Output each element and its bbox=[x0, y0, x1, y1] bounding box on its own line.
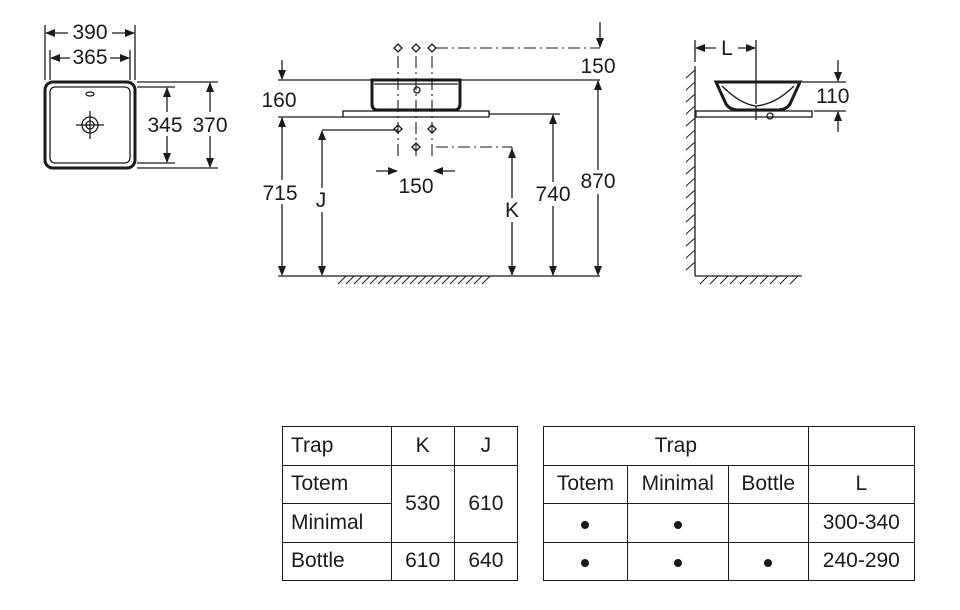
k-value: 610 bbox=[390, 541, 455, 581]
trap-name: Bottle bbox=[282, 541, 392, 581]
header-j: J bbox=[453, 426, 519, 466]
minimal-cell bbox=[626, 541, 729, 581]
dim-160-text: 160 bbox=[261, 89, 296, 112]
wall-hatch bbox=[685, 69, 696, 271]
bullet-icon bbox=[673, 520, 682, 529]
totem-cell bbox=[543, 541, 628, 581]
dim-k-text: K bbox=[505, 199, 519, 222]
bottle-cell bbox=[727, 541, 809, 581]
header-minimal: Minimal bbox=[626, 464, 729, 504]
trap-name: Minimal bbox=[282, 503, 392, 543]
dim-345-text: 345 bbox=[147, 114, 182, 137]
bullet-icon bbox=[673, 559, 682, 568]
dim-365-text: 365 bbox=[72, 46, 107, 69]
table-row: Bottle 610 640 bbox=[282, 541, 519, 581]
drain-icon bbox=[76, 111, 104, 139]
table-header-row: Trap K J bbox=[282, 426, 519, 466]
dim-l-text: L bbox=[721, 37, 733, 60]
l-value: 300-340 bbox=[807, 503, 916, 543]
dim-150-top-text: 150 bbox=[580, 55, 615, 78]
dim-150-bottom-text: 150 bbox=[398, 175, 433, 198]
trap-name: Totem bbox=[282, 464, 392, 504]
l-value: 240-290 bbox=[807, 541, 916, 581]
dim-370-text: 370 bbox=[192, 114, 227, 137]
table-header-row: Trap bbox=[543, 426, 916, 466]
k-value: 530 bbox=[390, 464, 455, 543]
dim-740-text: 740 bbox=[535, 183, 570, 206]
bullet-icon bbox=[764, 559, 773, 568]
table-row: 300-340 bbox=[543, 503, 916, 543]
header-blank bbox=[807, 426, 916, 466]
plan-view: 390 365 345 370 bbox=[43, 20, 232, 170]
side-waste-icon bbox=[766, 112, 774, 120]
overflow-slot bbox=[85, 91, 95, 97]
bullet-icon bbox=[581, 520, 590, 529]
j-value: 610 bbox=[453, 464, 519, 543]
dim-870-text: 870 bbox=[580, 170, 615, 193]
basin-outline-outer bbox=[43, 80, 137, 170]
side-view: L 110 bbox=[685, 36, 849, 285]
minimal-cell bbox=[626, 503, 729, 543]
bottle-cell bbox=[727, 503, 809, 543]
table-row: Minimal bbox=[282, 503, 518, 543]
front-view: 150 160 715 J 150 K 740 870 bbox=[258, 22, 621, 285]
tap-marker-top bbox=[393, 43, 437, 53]
side-countertop bbox=[695, 110, 813, 118]
dim-j-text: J bbox=[316, 189, 327, 212]
trap-kj-table: Trap K J Totem 530 610 Minimal Bottle 61… bbox=[282, 426, 519, 581]
dim-110-text: 110 bbox=[816, 85, 849, 108]
header-trap: Trap bbox=[282, 426, 392, 466]
totem-cell bbox=[543, 503, 628, 543]
basin-front bbox=[370, 78, 462, 112]
trap-length-table: Trap Totem Minimal Bottle L 300-340 240-… bbox=[543, 426, 916, 581]
table-row: 240-290 bbox=[543, 541, 916, 581]
header-totem: Totem bbox=[543, 464, 628, 504]
dim-390-text: 390 bbox=[72, 21, 107, 44]
side-floor-hatch bbox=[699, 275, 799, 285]
basin-outline-inner bbox=[49, 86, 131, 164]
dim-715-text: 715 bbox=[262, 182, 297, 205]
bullet-icon bbox=[581, 559, 590, 568]
basin-section bbox=[713, 80, 803, 112]
header-k: K bbox=[390, 426, 455, 466]
header-bottle: Bottle bbox=[727, 464, 809, 504]
tap-marker-under bbox=[393, 124, 437, 152]
technical-drawing: 390 365 345 370 bbox=[43, 20, 849, 285]
overflow-hole bbox=[413, 86, 421, 94]
header-trap: Trap bbox=[543, 426, 809, 466]
header-l: L bbox=[807, 464, 916, 504]
table-subheader-row: Totem Minimal Bottle L bbox=[543, 464, 916, 504]
table-row: Totem 530 610 bbox=[282, 464, 519, 543]
j-value: 640 bbox=[453, 541, 519, 581]
floor-hatch bbox=[337, 275, 491, 285]
